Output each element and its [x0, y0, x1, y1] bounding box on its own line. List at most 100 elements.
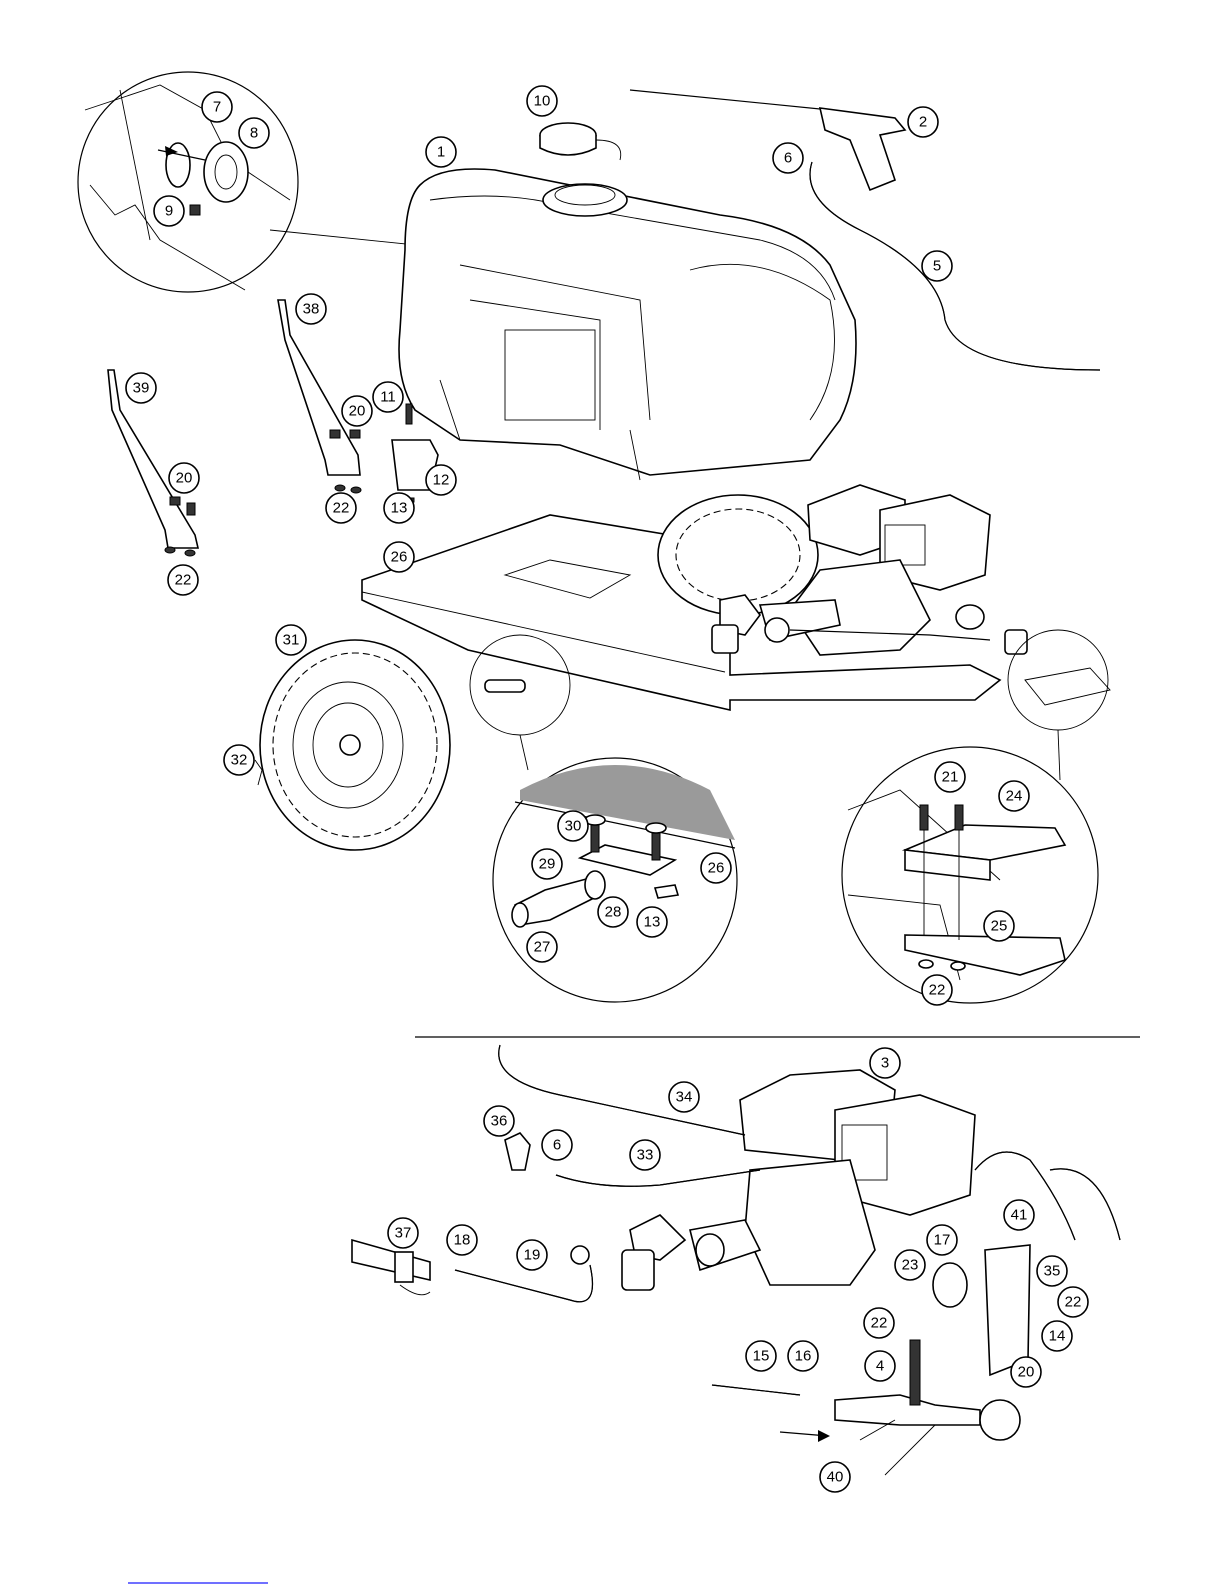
callout-number: 22	[175, 572, 192, 589]
callout-36: 36	[484, 1106, 514, 1136]
front-wheel	[255, 640, 450, 850]
callout-41: 41	[1004, 1200, 1034, 1230]
callout-22: 22	[1058, 1287, 1088, 1317]
callout-number: 28	[605, 904, 622, 921]
gauge	[933, 1263, 967, 1307]
callout-number: 26	[708, 860, 725, 877]
hose-34	[499, 1045, 745, 1135]
callout-38: 38	[296, 294, 326, 324]
callout-6: 6	[542, 1130, 572, 1160]
callout-11: 11	[373, 382, 403, 412]
callout-number: 3	[881, 1055, 889, 1072]
callout-number: 37	[395, 1225, 412, 1242]
callout-number: 27	[534, 939, 551, 956]
axle-detail-circle	[493, 758, 737, 1002]
spray-gun	[630, 90, 905, 190]
callout-28: 28	[598, 897, 628, 927]
callout-19: 19	[517, 1240, 547, 1270]
ball-valve	[352, 1240, 430, 1295]
callout-number: 22	[1065, 1294, 1082, 1311]
flow-arrow	[780, 1430, 830, 1442]
callout-number: 5	[933, 258, 941, 275]
callout-18: 18	[447, 1225, 477, 1255]
callout-number: 22	[929, 982, 946, 999]
hitch-detail-circle	[842, 747, 1098, 1003]
callout-number: 14	[1049, 1328, 1066, 1345]
callout-4: 4	[865, 1351, 895, 1381]
callout-number: 21	[942, 769, 959, 786]
callout-number: 16	[795, 1348, 812, 1365]
callout-number: 41	[1011, 1207, 1028, 1224]
callout-number: 23	[902, 1257, 919, 1274]
callout-number: 11	[380, 389, 396, 406]
suction-hose	[455, 1265, 593, 1302]
callout-35: 35	[1037, 1256, 1067, 1286]
callout-2: 2	[908, 107, 938, 137]
callout-number: 1	[437, 144, 445, 161]
callout-number: 30	[565, 818, 582, 835]
hose-33	[556, 1170, 760, 1186]
callout-number: 20	[176, 470, 193, 487]
callout-32: 32	[224, 745, 254, 775]
callout-number: 31	[283, 632, 300, 649]
callout-25: 25	[984, 911, 1014, 941]
callout-number: 33	[637, 1147, 654, 1164]
callout-number: 32	[231, 752, 248, 769]
callout-26: 26	[701, 853, 731, 883]
callout-33: 33	[630, 1140, 660, 1170]
callout-37: 37	[388, 1218, 418, 1248]
callout-number: 15	[753, 1348, 770, 1365]
callout-number: 9	[165, 203, 173, 220]
callout-39: 39	[126, 373, 156, 403]
callout-40: 40	[820, 1462, 850, 1492]
callout-1: 1	[426, 137, 456, 167]
callout-23: 23	[895, 1250, 925, 1280]
tank-cap	[540, 123, 621, 160]
callout-number: 20	[1018, 1364, 1035, 1381]
callout-15: 15	[746, 1341, 776, 1371]
callout-number: 40	[827, 1469, 844, 1486]
callout-number: 10	[534, 93, 551, 110]
callout-10: 10	[527, 86, 557, 116]
callout-22: 22	[864, 1308, 894, 1338]
callout-number: 4	[876, 1358, 884, 1375]
callout-22: 22	[168, 565, 198, 595]
bracket-38	[278, 300, 360, 475]
callout-27: 27	[527, 932, 557, 962]
callout-13: 13	[637, 907, 667, 937]
callout-number: 2	[919, 114, 927, 131]
callout-22: 22	[922, 975, 952, 1005]
callout-17: 17	[927, 1225, 957, 1255]
hardware	[165, 404, 438, 556]
callout-number: 22	[871, 1315, 888, 1332]
callout-34: 34	[669, 1082, 699, 1112]
callout-number: 20	[349, 403, 366, 420]
callout-20: 20	[1011, 1357, 1041, 1387]
callout-number: 24	[1006, 788, 1023, 805]
callout-number: 8	[250, 125, 258, 142]
callout-number: 17	[934, 1232, 951, 1249]
callout-8: 8	[239, 118, 269, 148]
callout-number: 38	[303, 301, 320, 318]
callout-9: 9	[154, 196, 184, 226]
callout-14: 14	[1042, 1321, 1072, 1351]
callout-number: 6	[784, 150, 792, 167]
callout-number: 13	[391, 500, 408, 517]
callout-16: 16	[788, 1341, 818, 1371]
callout-7: 7	[202, 92, 232, 122]
callout-number: 39	[133, 380, 150, 397]
callout-number: 25	[991, 918, 1008, 935]
callout-30: 30	[558, 811, 588, 841]
callout-number: 19	[524, 1247, 541, 1264]
callout-22: 22	[326, 493, 356, 523]
tank	[399, 169, 856, 480]
callout-31: 31	[276, 625, 306, 655]
callout-6: 6	[773, 143, 803, 173]
callout-3: 3	[870, 1048, 900, 1078]
callout-number: 12	[433, 472, 450, 489]
callout-number: 29	[539, 856, 556, 873]
callout-21: 21	[935, 762, 965, 792]
callout-20: 20	[169, 463, 199, 493]
bracket-14	[985, 1245, 1030, 1375]
callout-26: 26	[384, 542, 414, 572]
